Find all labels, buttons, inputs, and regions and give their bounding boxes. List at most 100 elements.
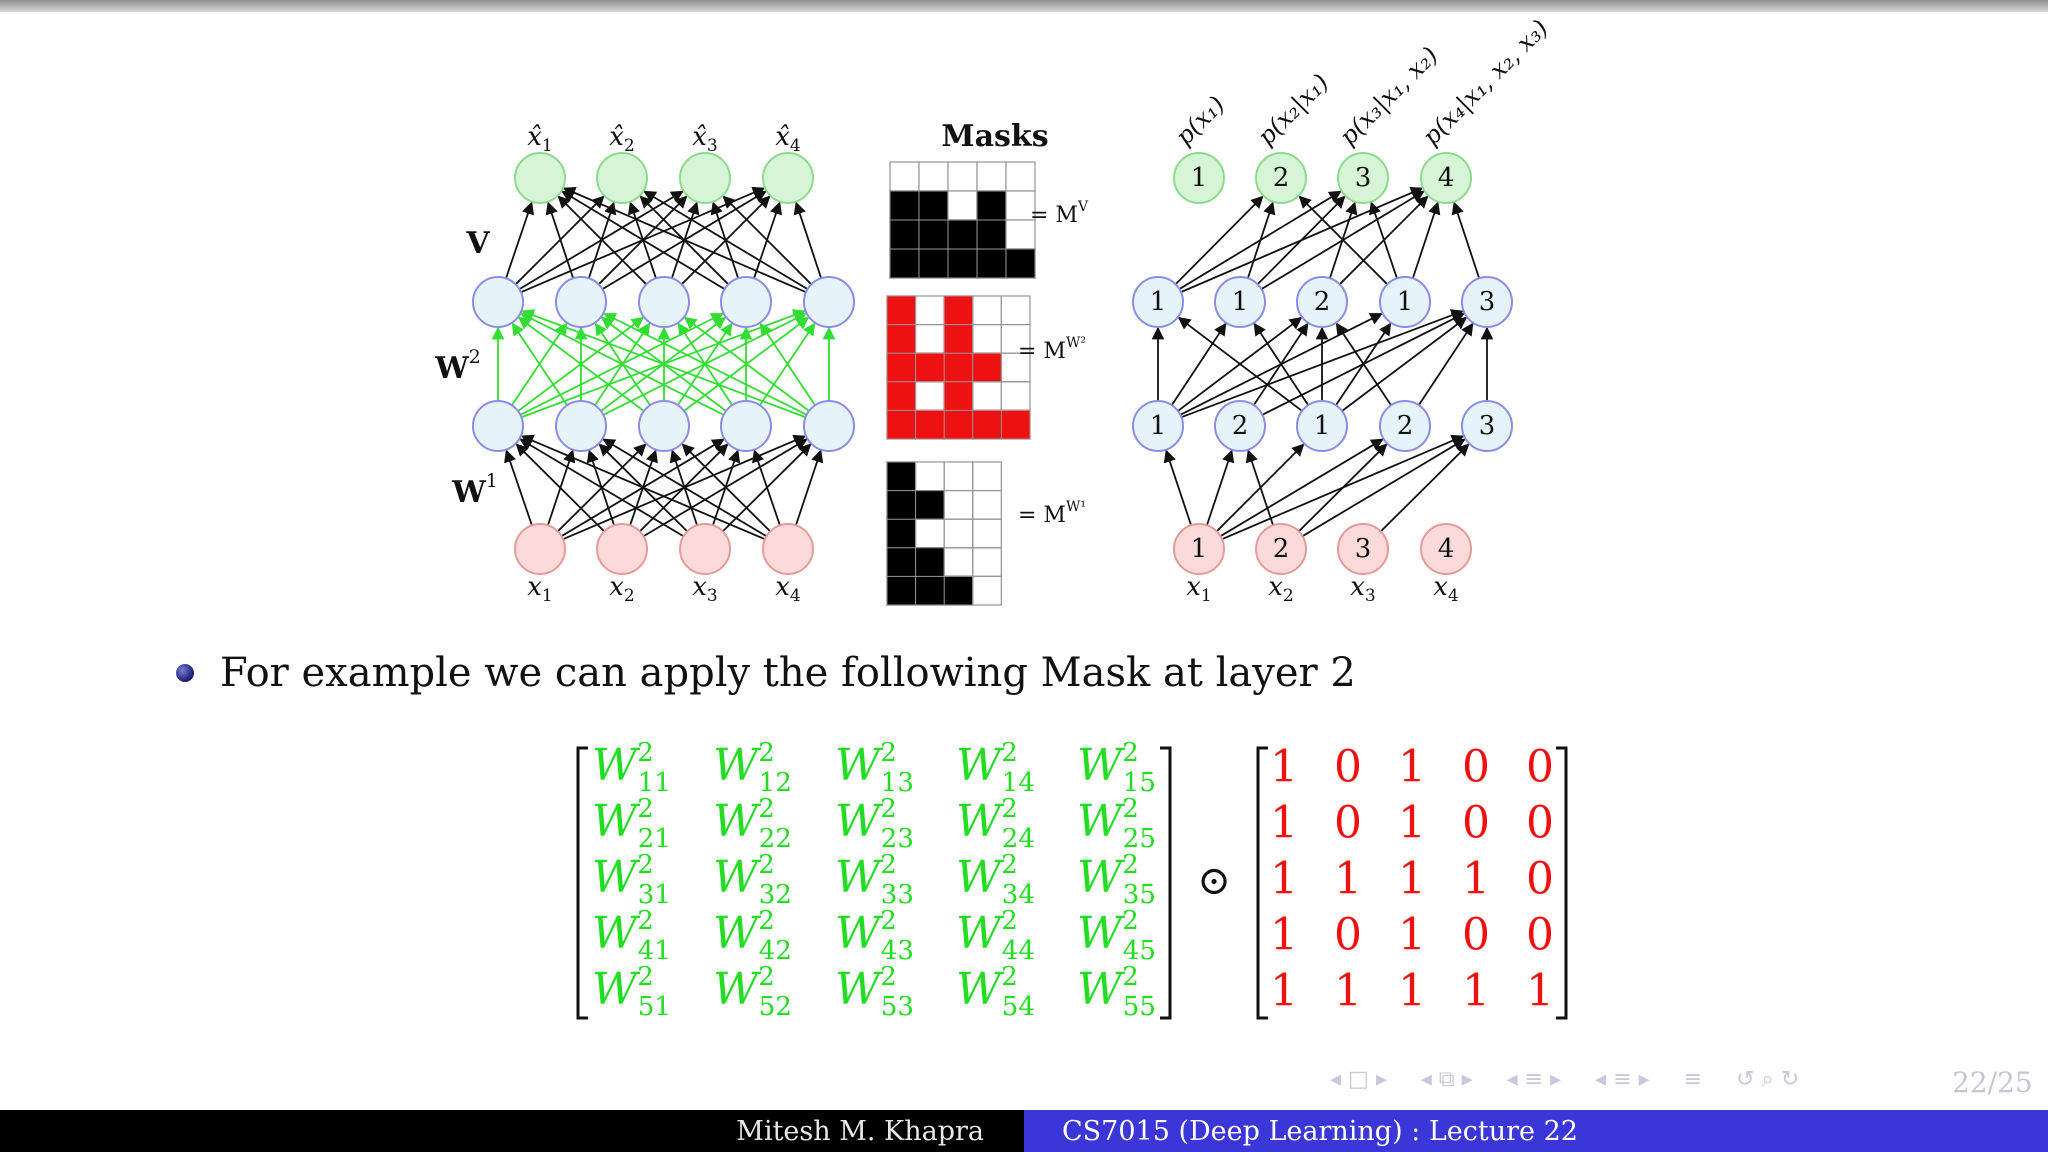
mask-cell (886, 295, 917, 326)
mask-entry: 0 (1526, 742, 1554, 793)
hidden-node (720, 400, 772, 452)
output-label: x̂4 (775, 122, 801, 155)
ar-output-node-label: 4 (1438, 163, 1455, 193)
mask-cell (947, 190, 978, 221)
ar-input-edge (1380, 443, 1470, 533)
ar-hidden1-node (1132, 400, 1184, 452)
v-edge (557, 195, 647, 285)
hidden-node (472, 400, 524, 452)
hidden-node (803, 276, 855, 328)
ar-output-node (1173, 152, 1225, 204)
ar-input-label: x1 (1186, 572, 1212, 605)
output-node (596, 152, 648, 204)
ar-hidden2-node-label: 1 (1397, 287, 1414, 317)
ar-out-edge (1180, 186, 1424, 293)
nav-subsection-icon[interactable]: ◂ ⧉ ▸ (1420, 1066, 1473, 1092)
mask-cell (972, 547, 1002, 577)
mask-cell (886, 381, 917, 411)
mask-mv-label: = MV (1030, 199, 1089, 228)
nav-section-icon[interactable]: ◂ ≡ ▸ (1506, 1066, 1562, 1092)
output-label: x̂2 (609, 122, 635, 155)
bullet-text: For example we can apply the following M… (220, 650, 1356, 696)
mask-cell (914, 352, 945, 383)
input-label: x3 (692, 572, 718, 605)
prob-label: p(x₁) (1170, 91, 1230, 151)
mask-cell (976, 161, 1007, 192)
right-bracket-open (1256, 746, 1268, 1020)
ar-input-node (1255, 523, 1307, 575)
ar-hidden2-node (1214, 276, 1266, 328)
ar-out-edge (1178, 190, 1342, 290)
ar-hidden-edge (1171, 322, 1227, 406)
ar-hidden-edge (1179, 312, 1383, 416)
prob-label: p(x₄|x₁, x₂, x₃) (1417, 14, 1554, 151)
window-top-bar (0, 0, 2048, 12)
w2-edge (759, 322, 816, 406)
mask-cell (947, 161, 978, 192)
w1-edge (504, 449, 533, 526)
mask-cell (943, 518, 974, 549)
mask-cell (918, 161, 949, 192)
v-edge (545, 201, 575, 279)
mask-cell (889, 161, 920, 192)
hadamard-operator: ⊙ (1197, 858, 1231, 904)
input-label: x1 (527, 572, 553, 605)
mask-mw1: = MW¹ (886, 461, 1086, 606)
ar-input-node-label: 1 (1191, 534, 1208, 564)
nav-outline-icon[interactable]: ≡ (1683, 1066, 1703, 1092)
mask-cell (889, 219, 920, 250)
left-network-edges (491, 186, 836, 541)
nav-frame-icon[interactable]: ◂ □ ▸ (1330, 1066, 1387, 1092)
ar-hidden2-node (1296, 276, 1348, 328)
ar-hidden2-node (1461, 276, 1513, 328)
mask-entry: 0 (1334, 742, 1362, 793)
mask-cell (889, 248, 920, 279)
hidden-node (472, 276, 524, 328)
ar-input-edge (1302, 438, 1466, 537)
mask-entry: 0 (1526, 910, 1554, 961)
mask-entry: 1 (1334, 966, 1362, 1017)
mask-cell (972, 409, 1002, 440)
masks-panel: Masks= MV= MW²= MW¹ (886, 119, 1089, 606)
mask-cell (972, 575, 1002, 606)
w1-edge (681, 443, 771, 533)
mask-cell (976, 219, 1007, 250)
v-edge (515, 195, 605, 285)
mask-cell (1000, 409, 1031, 440)
bullet-icon (176, 664, 194, 682)
mask-cell (914, 409, 945, 440)
slide-footer: Mitesh M. Khapra CS7015 (Deep Learning) … (0, 1110, 2048, 1152)
nav-search-icon[interactable]: ↺ ⌕ ↻ (1736, 1066, 1800, 1092)
ar-output-node-label: 1 (1191, 163, 1208, 193)
mask-entry: 0 (1462, 742, 1490, 793)
ar-input-edge (1221, 434, 1465, 541)
nav-part-icon[interactable]: ◂ ≡ ▸ (1595, 1066, 1650, 1092)
w2-edge (517, 316, 645, 412)
mask-cell (943, 295, 974, 326)
v-edge (561, 190, 726, 290)
hidden-node (638, 400, 690, 452)
mask-cell (886, 518, 917, 549)
ar-hidden1-node-label: 2 (1232, 411, 1249, 441)
mask-cell (976, 190, 1007, 221)
mask-entry: 1 (1398, 910, 1426, 961)
ar-input-label: x4 (1433, 572, 1459, 605)
mask-cell (914, 381, 945, 411)
mask-cell (943, 575, 974, 606)
ar-hidden-edge (1418, 322, 1474, 406)
mask-cell (1000, 381, 1031, 411)
mask-entry: 0 (1334, 910, 1362, 961)
hidden-node (638, 276, 690, 328)
w1-edge (519, 438, 684, 538)
mask-cell (914, 490, 945, 520)
w1-edge (602, 438, 767, 538)
